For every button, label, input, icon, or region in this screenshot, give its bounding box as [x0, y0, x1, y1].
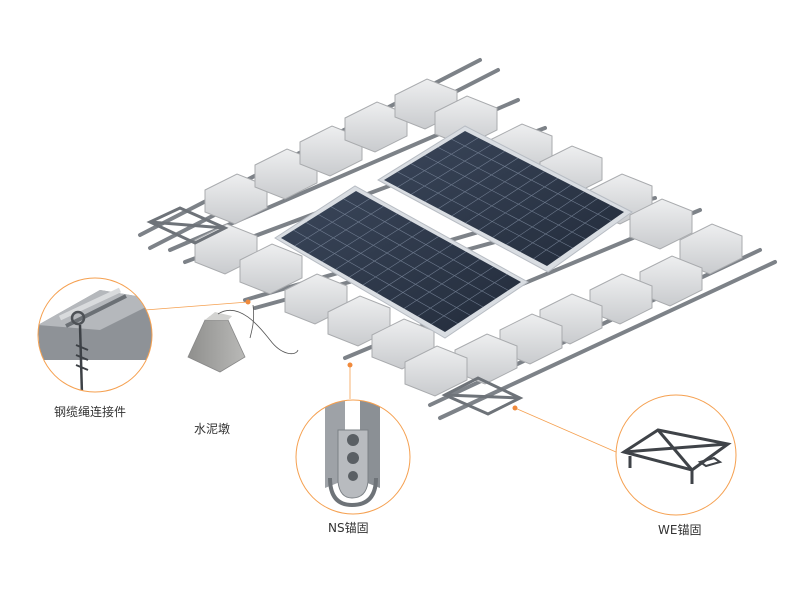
panel-cell-line [478, 177, 558, 231]
panel-cell-line [397, 137, 479, 188]
callout-dot [245, 299, 251, 305]
panel-cell-line [411, 144, 492, 195]
panel-cell-line [451, 164, 532, 217]
panel-cell-line [321, 213, 398, 262]
solar-panel-back [377, 125, 633, 273]
panel-cell-line [424, 150, 505, 202]
ns-anchor-detail [295, 399, 411, 515]
callout-dot [512, 405, 518, 411]
corner-frame-left [146, 206, 229, 245]
panel-cell-line [362, 236, 439, 286]
panel-cell-line [417, 266, 494, 317]
corner-frame-right [441, 376, 524, 416]
panel-cell-line [390, 251, 467, 301]
panel-cell-line [376, 243, 453, 294]
panel-cell-line [335, 221, 412, 270]
panel-cell-line [492, 184, 572, 238]
panel-cell-line [294, 198, 370, 247]
label-we-anchor: WE锚固 [658, 523, 702, 537]
panel-cell-line [308, 205, 384, 254]
solar-panel-front [274, 185, 529, 339]
we-anchor-frame-detail [615, 394, 737, 516]
panel-cell-line [431, 274, 508, 325]
cement-pier-block [187, 304, 299, 373]
panel-cell-line [465, 171, 545, 224]
callout-leaders [144, 301, 617, 453]
panel-cell-line [506, 191, 585, 245]
panel-cell-line [533, 205, 611, 260]
steel-cable-connector-detail [37, 277, 153, 393]
label-steel-cable-connector: 钢缆绳连接件 [54, 405, 127, 419]
panel-cell-line [403, 258, 480, 309]
callout-dot [347, 362, 353, 368]
panel-cell-line [519, 198, 598, 252]
label-ns-anchor: NS锚固 [328, 521, 369, 535]
label-cement-pier: 水泥墩 [194, 422, 231, 436]
panel-cell-line [349, 228, 425, 278]
panel-cell-line [438, 157, 519, 209]
